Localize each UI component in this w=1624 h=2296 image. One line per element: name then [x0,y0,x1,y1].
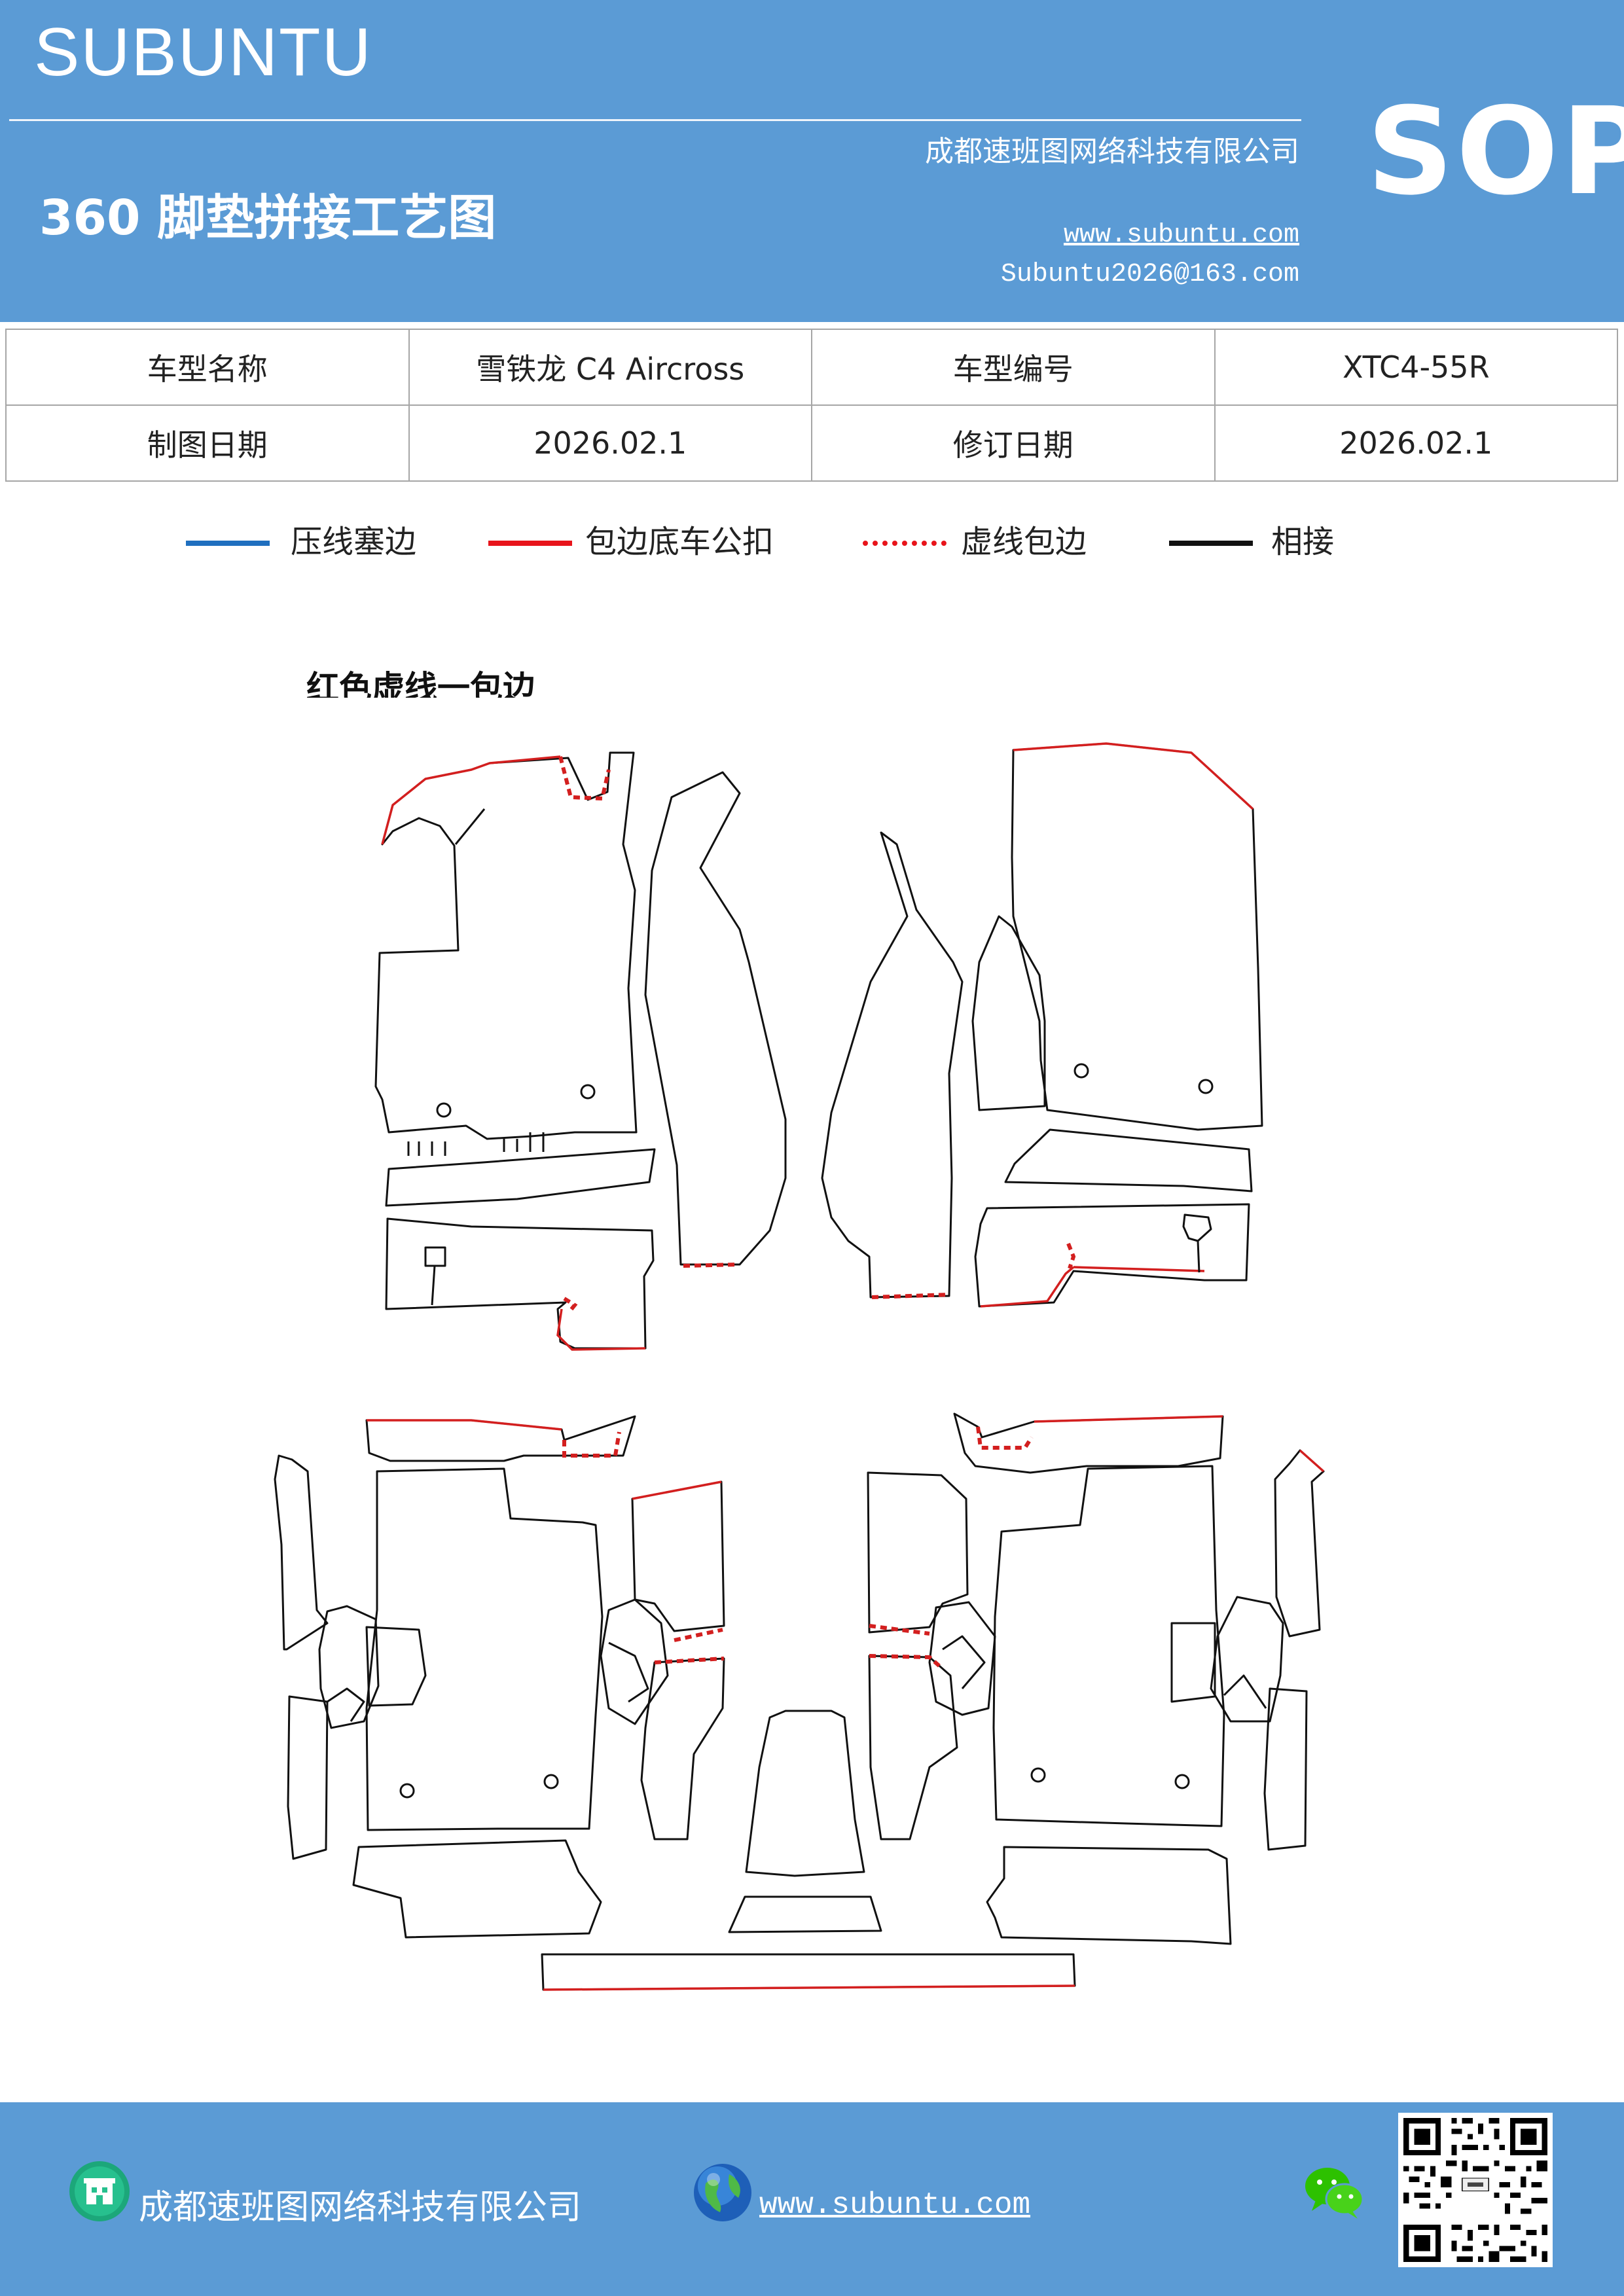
label-revision-date: 修订日期 [811,404,1216,482]
page-footer: 成都速班图网络科技有限公司 www.subuntu.com [0,2102,1624,2296]
header-email: Subuntu2026@163.com [1000,260,1299,289]
mat-piece-rear-left-main [365,1467,604,1831]
page-header: SUBUNTU 360 脚垫拼接工艺图 成都速班图网络科技有限公司 www.su… [0,0,1624,322]
mat-piece-rear-right-side-strip [1274,1449,1325,1638]
mat-piece-front-left [374,751,638,1156]
mat-piece-front-left-lower [385,1217,655,1351]
vehicle-info-table: 车型名称 雪铁龙 C4 Aircross 车型编号 XTC4-55R 制图日期 … [5,329,1618,482]
qr-code [1398,2113,1553,2267]
page-title: 360 脚垫拼接工艺图 [39,190,497,246]
value-drawing-date: 2026.02.1 [408,404,812,482]
value-model-code: XTC4-55R [1214,329,1618,406]
globe-icon [694,2164,751,2221]
mat-piece-front-right-wedge [971,915,1046,1111]
wechat-icon [1305,2168,1364,2219]
legend-label: 相接 [1271,524,1335,560]
header-divider [9,119,1301,121]
floor-mat-pattern-diagram [274,742,1325,1991]
sop-badge: SOP [1367,82,1624,222]
mat-piece-rear-right-inner [867,1471,996,1840]
mat-piece-rear-left-arch-tab [365,1626,427,1707]
table-row: 车型名称 雪铁龙 C4 Aircross 车型编号 XTC4-55R [5,329,1618,406]
legend: 压线塞边 包边底车公扣 虚线包边 相接 [0,511,1624,589]
label-model-name: 车型名称 [5,329,410,406]
mat-piece-rear-left-wheel-arch [318,1605,380,1729]
legend-swatch-blue [186,541,270,546]
building-icon [69,2161,130,2221]
mat-piece-front-right [1011,742,1263,1131]
legend-swatch-red [488,541,572,546]
mat-piece-rear-left-inner [600,1480,725,1840]
mat-piece-rear-left-side-strip [274,1454,329,1651]
mat-piece-rear-right-bottom [986,1846,1232,1945]
legend-swatch-red-dotted [863,541,947,546]
mat-piece-rear-left-bottom [352,1839,602,1939]
legend-label: 虚线包边 [961,524,1087,560]
mat-piece-tunnel-left [644,771,787,1268]
table-row: 制图日期 2026.02.1 修订日期 2026.02.1 [5,404,1618,482]
legend-swatch-black [1169,541,1253,546]
mat-piece-rear-bar [541,1953,1076,1991]
header-website-link[interactable]: www.subuntu.com [1063,221,1299,250]
mat-piece-center-step [728,1895,882,1933]
mat-piece-rear-left-top-strip [365,1415,636,1462]
value-model-name: 雪铁龙 C4 Aircross [408,329,812,406]
footer-company-name: 成都速班图网络科技有限公司 [139,2188,582,2227]
brand-logo-text: SUBUNTU [34,14,372,90]
header-company-name: 成都速班图网络科技有限公司 [925,135,1299,168]
mat-piece-rear-right-arch-tab [1170,1622,1216,1703]
label-model-code: 车型编号 [811,329,1216,406]
mat-piece-rear-left-lower-strip [287,1695,329,1860]
mat-piece-front-right-sill [1004,1128,1253,1193]
mat-piece-rear-right-top-strip [953,1412,1224,1474]
mat-piece-rear-right-main [992,1465,1225,1827]
footer-website-link[interactable]: www.subuntu.com [759,2188,1031,2222]
mat-piece-rear-right-wheel-arch [1210,1596,1284,1723]
value-revision-date: 2026.02.1 [1214,404,1618,482]
legend-label: 压线塞边 [291,524,417,560]
legend-label: 包边底车公扣 [585,524,774,560]
mat-piece-tunnel-right [821,831,964,1299]
label-drawing-date: 制图日期 [5,404,410,482]
mat-piece-center-hump [745,1710,865,1877]
mat-piece-front-right-lower [974,1203,1250,1308]
diagram-cropped-note: 红色虚线一包边 [306,669,535,698]
mat-piece-rear-right-lower-strip [1263,1687,1308,1851]
mat-piece-front-left-sill [385,1148,656,1207]
